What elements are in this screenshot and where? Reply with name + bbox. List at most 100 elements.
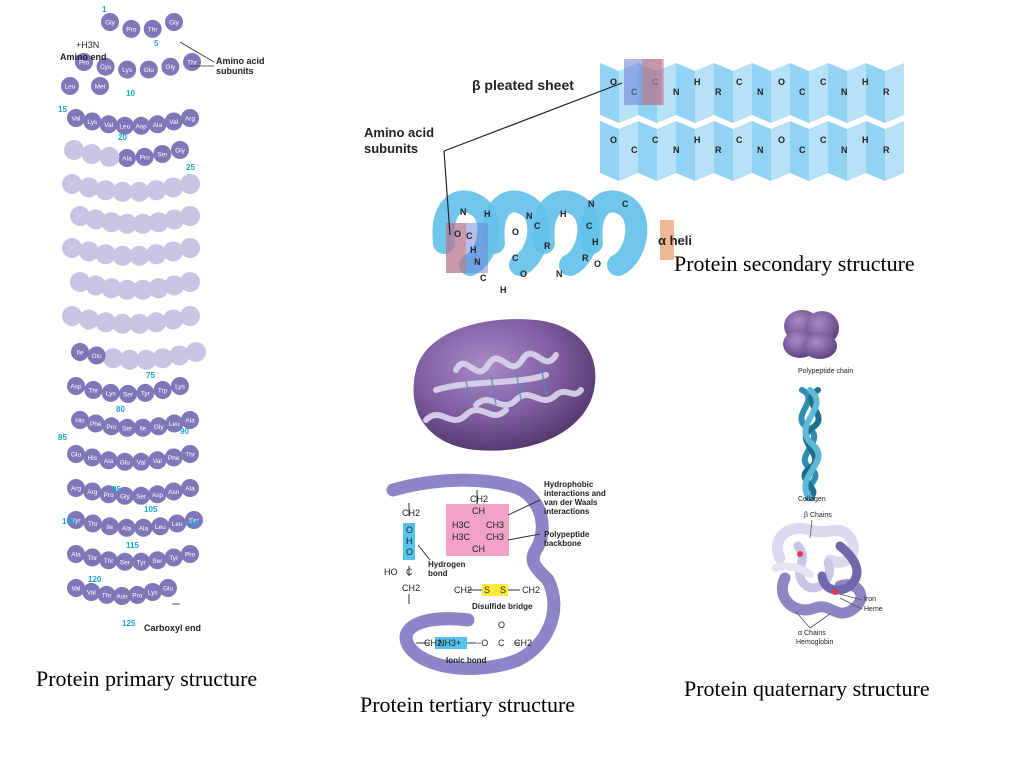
heme-label: Heme — [864, 606, 883, 613]
residue-label: Glu — [144, 67, 155, 74]
residue-label: Gly — [154, 424, 165, 431]
chem-ch3-2: CH3 — [486, 532, 505, 542]
residue-bead — [181, 445, 199, 463]
residue-label: Ala — [71, 552, 81, 559]
residue-bead — [164, 209, 185, 230]
residue-bead — [102, 417, 121, 436]
beta-atom: C — [736, 77, 743, 87]
residue-label: His — [88, 455, 98, 462]
helix-atom: N — [526, 211, 533, 221]
residue-label: Lys — [106, 390, 117, 397]
residue-bead — [181, 545, 199, 563]
residue-bead — [183, 53, 201, 71]
residue-bead — [148, 485, 167, 504]
residue-bead — [168, 514, 187, 533]
residue-bead — [101, 212, 122, 233]
residue-label: Ala — [139, 525, 149, 532]
residue-label: Ser — [152, 558, 163, 565]
hydrophobic-label: Hydrophobic interactions and van der Waa… — [544, 480, 606, 516]
residue-number: 75 — [146, 371, 155, 380]
residue-label: Gly — [169, 20, 180, 27]
residue-label: Asn — [116, 594, 128, 601]
tertiary-blob-panel — [396, 310, 601, 460]
residue-number: 120 — [88, 575, 102, 584]
ionic-bond-box — [435, 637, 467, 649]
residue-label: Met — [95, 84, 106, 91]
beta-atom: C — [820, 135, 827, 145]
residue-bead — [146, 312, 167, 333]
residue-bead — [122, 19, 141, 38]
residue-bead — [139, 60, 158, 79]
collagen-helix — [798, 387, 822, 501]
residue-label: Leu — [65, 84, 76, 91]
chem-o: O — [406, 525, 414, 535]
residue-bead — [67, 109, 85, 127]
quaternary-blob — [783, 310, 839, 359]
residue-label: Pro — [140, 154, 151, 161]
residue-bead — [117, 213, 138, 234]
helix-atom: C — [622, 199, 629, 209]
secondary-subunits-label: Amino acid subunits — [364, 125, 435, 156]
residue-number: 25 — [186, 163, 195, 172]
residue-bead — [134, 518, 153, 537]
beta-sheet-label: β pleated sheet — [472, 77, 574, 93]
residue-label: Gly — [175, 148, 186, 155]
residue-number: 115 — [126, 541, 139, 550]
tertiary-interactions-diagram — [386, 473, 561, 675]
residue-label: Thr — [187, 60, 198, 67]
residue-bead — [67, 445, 85, 463]
residue-bead — [164, 448, 183, 467]
helix-atom: H — [484, 209, 491, 219]
residue-bead — [91, 77, 109, 95]
residue-bead — [112, 313, 133, 334]
disulfide-label: Disulfide bridge — [472, 602, 533, 611]
residue-bead — [61, 77, 79, 95]
chem-s-1: S — [484, 585, 491, 595]
residue-bead — [180, 272, 200, 292]
beta-strand-segment — [847, 121, 866, 181]
beta-atom: N — [757, 87, 764, 97]
residue-label: Ser — [120, 559, 131, 566]
caption-primary: Protein primary structure — [36, 666, 258, 691]
residue-bead — [99, 115, 118, 134]
helix-atom: H — [500, 285, 507, 295]
residue-label: Lys — [122, 67, 133, 74]
residue-bead — [186, 342, 206, 362]
residue-label: Thr — [148, 26, 159, 33]
residue-label: Thr — [88, 388, 99, 395]
residue-bead — [181, 411, 199, 429]
residue-bead — [78, 309, 99, 330]
residue-label: Gly — [166, 64, 177, 71]
residue-label: Phe — [168, 455, 180, 462]
residue-label: Thr — [104, 558, 115, 565]
residue-bead — [133, 418, 152, 437]
beta-atom: C — [652, 135, 659, 145]
residue-label: Cys — [100, 64, 112, 71]
beta-strand-segment — [809, 63, 828, 123]
residue-bead — [64, 140, 84, 160]
helix-atom: O — [512, 227, 519, 237]
residue-label: Val — [137, 459, 146, 466]
residue-label: Pro — [79, 60, 90, 67]
residue-number: 20 — [118, 133, 127, 142]
helix-atom: O — [520, 269, 527, 279]
residue-bead — [115, 552, 134, 571]
residue-label: Ile — [106, 524, 113, 531]
chem-ch2-ionic-right: CH2 — [514, 638, 533, 648]
residue-label: Arg — [71, 486, 82, 493]
residue-bead — [99, 146, 120, 167]
residue-bead — [112, 181, 133, 202]
beta-strand-segment — [771, 121, 790, 181]
alpha-helix-turn — [482, 190, 550, 276]
residue-label: Thr — [185, 452, 196, 459]
residue-bead — [180, 206, 200, 226]
residue-label: Val — [72, 586, 81, 593]
residue-bead — [148, 212, 169, 233]
beta-strand-segment — [828, 121, 847, 181]
chem-ch2-top: CH2 — [402, 508, 421, 518]
residue-bead — [153, 145, 172, 163]
residue-bead — [185, 511, 203, 529]
residue-bead — [143, 19, 162, 38]
residue-label: Leu — [119, 123, 130, 130]
residue-bead — [101, 383, 120, 402]
